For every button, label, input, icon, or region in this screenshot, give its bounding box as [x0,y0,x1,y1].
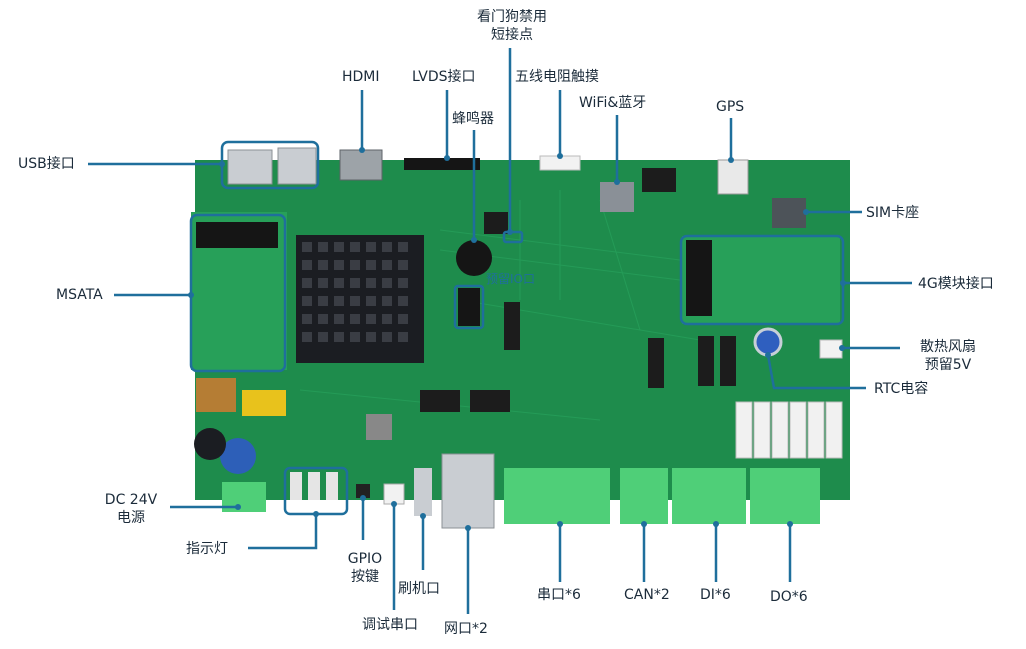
di-terminal [672,468,746,524]
wifi-module [600,182,634,212]
misc-chips [366,168,736,440]
relays [735,401,843,459]
label-can: CAN*2 [624,587,670,603]
label-buzzer: 蜂鸣器 [452,111,494,127]
label-gpio-key: GPIO 按键 [347,551,383,585]
buzzer [456,240,492,276]
label-4g: 4G模块接口 [918,276,994,292]
label-sim: SIM卡座 [866,205,920,221]
led-1 [290,472,302,500]
indicator-leader [248,514,318,550]
label-fan: 散热风扇 预留5V [920,339,976,373]
label-lvds: LVDS接口 [412,69,476,85]
hdmi-connector [339,149,383,181]
usb-connector-2 [277,147,317,185]
label-debug-serial: 调试串口 [362,617,418,633]
do-terminal [750,468,820,524]
yellow-capacitor [242,390,286,416]
label-di: DI*6 [700,587,731,603]
label-wifi-bt: WiFi&蓝牙 [579,95,647,111]
gps-module [717,159,749,195]
heatsink-fins [302,242,408,342]
rtc-leader [766,354,866,390]
led-3 [326,472,338,500]
label-serial: 串口*6 [537,587,581,603]
blue-capacitor [220,438,256,474]
label-dc24v: DC 24V 电源 [104,492,158,526]
sim-slot [772,198,806,228]
4g-slot [686,240,712,316]
gpio-button [356,484,370,498]
rtc-capacitor [753,327,783,357]
label-usb: USB接口 [18,156,75,172]
label-flash-port: 刷机口 [398,581,440,597]
usb-connector-1 [227,149,273,185]
ethernet-jack [441,453,495,529]
inductor [196,378,236,412]
label-watchdog: 看门狗禁用 短接点 [462,8,562,44]
fan-connector [819,339,843,359]
msata-slot [196,222,278,248]
label-msata: MSATA [56,287,103,303]
serial-terminal [504,468,610,524]
leader-dots [188,147,846,531]
can-terminal [620,468,668,524]
electrolytic-capacitor [194,428,226,460]
label-indicator: 指示灯 [186,541,228,557]
lvds-header [404,158,480,170]
flash-port [414,468,432,516]
label-rtc: RTC电容 [874,381,929,397]
label-do: DO*6 [770,589,808,605]
label-watchdog-text: 看门狗禁用 短接点 [477,9,547,43]
label-hdmi: HDMI [342,69,380,85]
label-reserved-io: 预留IO口 [486,272,535,286]
label-gps: GPS [716,99,745,115]
label-ethernet: 网口*2 [444,621,488,637]
reserved-io-header [458,288,480,326]
label-touch: 五线电阻触摸 [515,69,599,85]
reserved-io-highlight [453,284,485,330]
led-2 [308,472,320,500]
